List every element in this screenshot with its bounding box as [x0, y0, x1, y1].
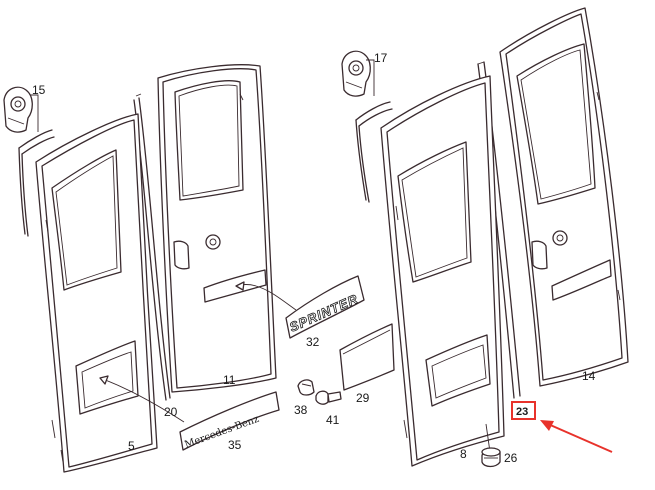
leader-17 — [366, 59, 375, 96]
callout-20[interactable]: 20 — [164, 405, 178, 419]
red-pointer-arrow — [540, 420, 613, 453]
callout-8[interactable]: 8 — [460, 447, 467, 461]
seal-strip-17[interactable] — [355, 101, 393, 203]
door-11[interactable] — [157, 64, 277, 393]
callout-15[interactable]: 15 — [32, 83, 46, 97]
bolt-41[interactable] — [315, 390, 342, 405]
callout-26[interactable]: 26 — [504, 451, 518, 465]
seal-strip-15[interactable] — [18, 129, 55, 237]
door-5[interactable] — [35, 113, 158, 473]
clip-part-15[interactable] — [3, 86, 33, 133]
sprinter-emblem-32[interactable]: SPRINTER — [285, 275, 365, 339]
callout-11[interactable]: 11 — [223, 373, 236, 387]
callout-5[interactable]: 5 — [128, 439, 135, 453]
callout-41[interactable]: 41 — [326, 413, 340, 427]
callout-29[interactable]: 29 — [356, 391, 370, 405]
cap-26[interactable] — [481, 447, 501, 468]
door-14[interactable] — [499, 7, 629, 387]
callout-23-highlight[interactable]: 23 — [511, 401, 536, 420]
leader-35-arrow — [99, 375, 109, 385]
callout-23: 23 — [516, 406, 528, 418]
callout-35[interactable]: 35 — [228, 438, 242, 452]
clip-part-17[interactable] — [341, 50, 371, 97]
leader-15 — [30, 94, 39, 132]
callout-38[interactable]: 38 — [294, 403, 308, 417]
highlight-box — [511, 401, 536, 420]
screw-38[interactable] — [297, 379, 315, 396]
leader-26 — [485, 423, 491, 453]
leader-32-arrow — [235, 281, 245, 291]
callout-17[interactable]: 17 — [374, 51, 388, 65]
panel-29[interactable] — [339, 323, 395, 391]
callout-32[interactable]: 32 — [306, 335, 320, 349]
door-8[interactable] — [380, 75, 505, 467]
callout-14[interactable]: 14 — [582, 369, 596, 383]
